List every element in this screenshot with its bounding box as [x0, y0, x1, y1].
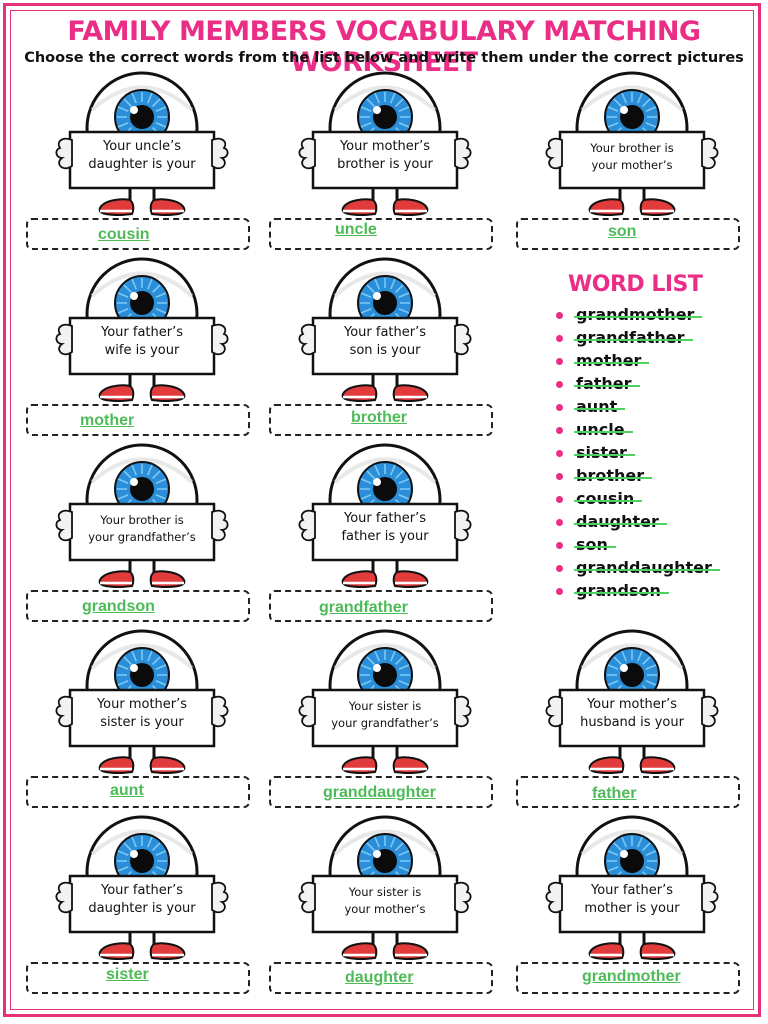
- answer-box[interactable]: [269, 776, 493, 808]
- bullet-icon: [556, 496, 563, 503]
- bullet-icon: [556, 473, 563, 480]
- answer-box[interactable]: [26, 404, 250, 436]
- bullet-icon: [556, 312, 563, 319]
- bullet-icon: [556, 519, 563, 526]
- answer-text: granddaughter: [323, 784, 436, 801]
- answer-text: aunt: [110, 782, 144, 799]
- answer-text: brother: [351, 409, 407, 426]
- word-list-title: WORD LIST: [568, 272, 703, 297]
- page-border-outer: [3, 3, 761, 1017]
- answer-box[interactable]: [516, 962, 740, 994]
- word-list-item: granddaughter: [556, 557, 720, 580]
- answer-text: daughter: [345, 969, 414, 986]
- answer-text: cousin: [98, 226, 150, 243]
- answer-box[interactable]: [26, 962, 250, 994]
- answer-text: grandmother: [582, 968, 681, 985]
- bullet-icon: [556, 450, 563, 457]
- page-border-inner: [10, 10, 754, 1010]
- answer-box[interactable]: [269, 590, 493, 622]
- answer-box[interactable]: [26, 590, 250, 622]
- bullet-icon: [556, 404, 563, 411]
- answer-box[interactable]: [516, 776, 740, 808]
- worksheet-title: FAMILY MEMBERS VOCABULARY MATCHING WORKS…: [67, 16, 701, 78]
- bullet-icon: [556, 565, 563, 572]
- answer-box[interactable]: [269, 404, 493, 436]
- word-list-item: son: [556, 534, 712, 557]
- word-list-item: grandfather: [556, 327, 712, 350]
- answer-text: son: [608, 223, 637, 240]
- word-list-item: father: [556, 373, 712, 396]
- answer-text: sister: [106, 966, 149, 983]
- answer-text: father: [592, 785, 637, 802]
- answer-box[interactable]: [516, 218, 740, 250]
- word-list-item: sister: [556, 442, 712, 465]
- bullet-icon: [556, 588, 563, 595]
- answer-box[interactable]: [269, 218, 493, 250]
- answer-text: grandfather: [319, 599, 408, 616]
- word-list-item: grandson: [556, 580, 712, 603]
- word-list-item: aunt: [556, 396, 712, 419]
- word-list: grandmother grandfather mother father au…: [556, 304, 720, 603]
- bullet-icon: [556, 427, 563, 434]
- word-list-item: grandmother: [556, 304, 712, 327]
- word-list-item: uncle: [556, 419, 712, 442]
- answer-box[interactable]: [26, 776, 250, 808]
- answer-box[interactable]: [269, 962, 493, 994]
- word-list-item: daughter: [556, 511, 712, 534]
- answer-text: mother: [80, 412, 135, 429]
- answer-text: uncle: [335, 221, 377, 238]
- answer-text: grandson: [82, 598, 155, 615]
- bullet-icon: [556, 335, 563, 342]
- word-list-item: mother: [556, 350, 712, 373]
- bullet-icon: [556, 542, 563, 549]
- answer-box[interactable]: [26, 218, 250, 250]
- worksheet-instructions: Choose the correct words from the list b…: [24, 50, 744, 66]
- word-list-item: cousin: [556, 488, 712, 511]
- bullet-icon: [556, 358, 563, 365]
- bullet-icon: [556, 381, 563, 388]
- word-list-item: brother: [556, 465, 712, 488]
